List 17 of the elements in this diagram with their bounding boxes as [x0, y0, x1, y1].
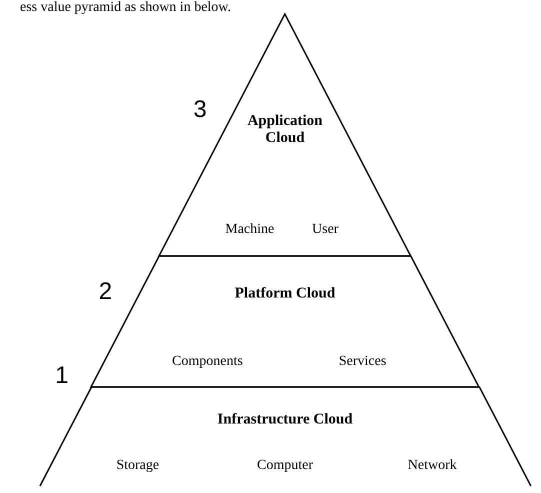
pyramid-tier: [40, 387, 530, 486]
body-text: ess value pyramid as shown in below.: [20, 0, 231, 16]
tier-title: Application Cloud: [246, 113, 324, 147]
tier-item: Computer: [256, 458, 313, 474]
tier-item: Network: [408, 458, 457, 474]
tier-item: Storage: [116, 458, 160, 474]
pyramid-tier: [159, 14, 411, 256]
tier-title: Infrastructure Cloud: [216, 412, 354, 428]
tier-number: 2: [98, 278, 112, 306]
tier-title: Platform Cloud: [234, 286, 336, 302]
tier-item: Components: [172, 354, 243, 370]
tier-number: 3: [193, 96, 207, 124]
pyramid-tier: [91, 256, 479, 387]
tier-item: Services: [338, 354, 386, 370]
tier-item: Machine: [225, 222, 274, 238]
tier-item: User: [312, 222, 338, 238]
tier-number: 1: [55, 362, 68, 390]
